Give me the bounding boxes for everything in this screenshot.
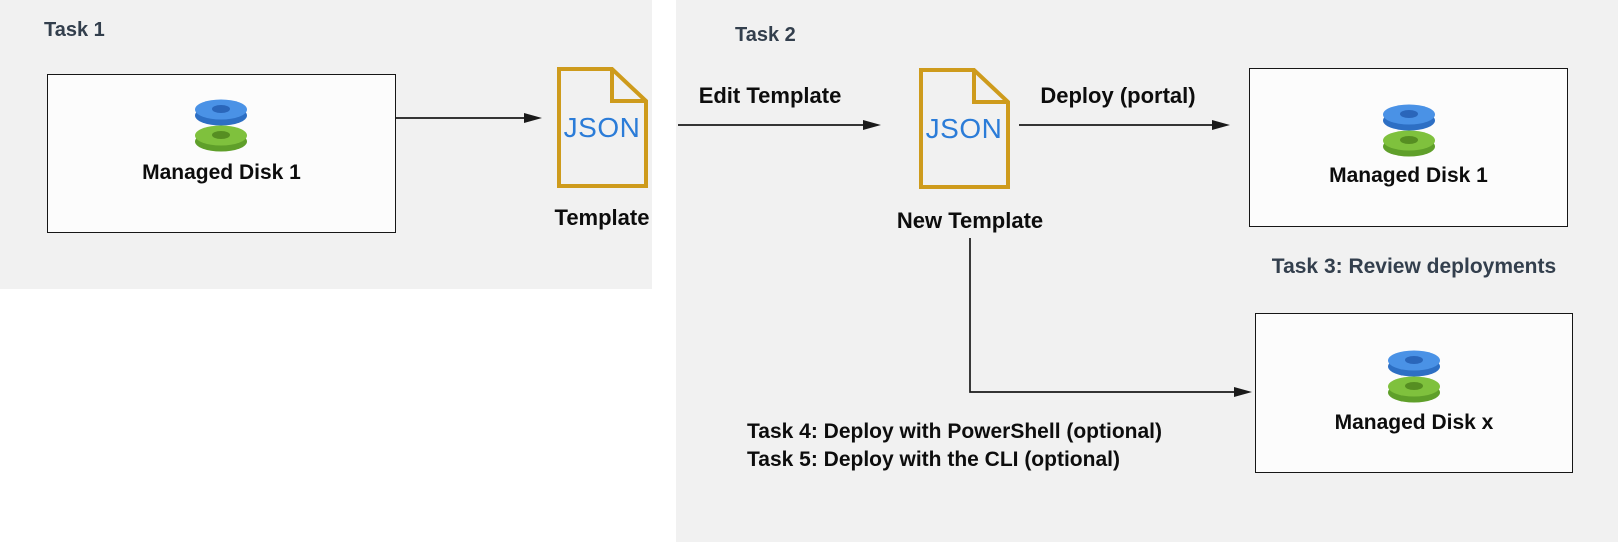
task5-label: Task 5: Deploy with the CLI (optional) <box>747 447 1120 471</box>
new-template-caption: New Template <box>896 208 1044 233</box>
managed-disk-icon <box>1388 350 1440 403</box>
json-file-text: JSON <box>926 113 1003 144</box>
json-file-text: JSON <box>564 112 641 143</box>
task4-label: Task 4: Deploy with PowerShell (optional… <box>747 420 1162 443</box>
task3-label: Task 3: Review deployments <box>1271 255 1557 278</box>
deployed-managed-disk-1-label: Managed Disk 1 <box>1329 164 1488 187</box>
edit-template-label: Edit Template <box>698 83 842 108</box>
task2-title: Task 2 <box>735 24 796 46</box>
json-file-icon: JSON <box>919 68 1010 189</box>
managed-disk-x-label: Managed Disk x <box>1334 411 1494 434</box>
deploy-portal-label: Deploy (portal) <box>1040 83 1196 108</box>
task1-title: Task 1 <box>44 19 105 41</box>
managed-disk-1-label: Managed Disk 1 <box>142 161 301 184</box>
template-caption: Template <box>554 205 650 230</box>
managed-disk-icon <box>1383 104 1435 157</box>
managed-disk-icon <box>195 99 247 152</box>
task4-task5-notes: Task 4: Deploy with PowerShell (optional… <box>747 418 1162 473</box>
json-file-icon: JSON <box>557 67 648 188</box>
